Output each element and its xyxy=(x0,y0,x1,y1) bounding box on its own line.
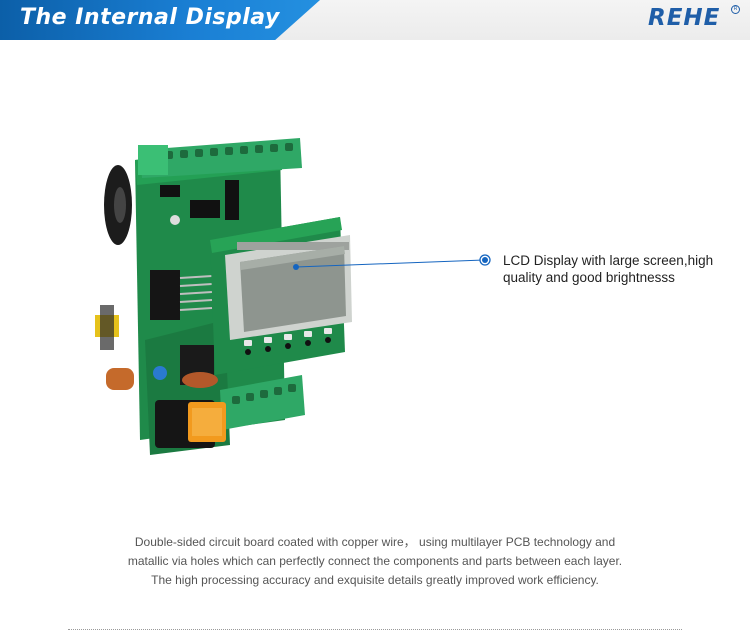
caption-line-3: The high processing accuracy and exquisi… xyxy=(151,573,599,587)
page-title: The Internal Display xyxy=(20,5,280,30)
bottom-divider xyxy=(68,629,682,630)
circuit-board-photo xyxy=(95,138,352,455)
description-caption: Double-sided circuit board coated with c… xyxy=(0,533,750,590)
lcd-callout-text: LCD Display with large screen,high quali… xyxy=(503,253,714,285)
caption-line-2: matallic via holes which can perfectly c… xyxy=(127,554,623,568)
title-banner xyxy=(0,0,320,40)
caption-line-1: Double-sided circuit board coated with c… xyxy=(134,535,616,549)
lcd-screen xyxy=(240,246,346,332)
brand-logo: REHE xyxy=(648,5,721,31)
header-bar: The Internal Display REHE R xyxy=(0,0,750,40)
registered-mark-icon: R xyxy=(731,5,740,14)
